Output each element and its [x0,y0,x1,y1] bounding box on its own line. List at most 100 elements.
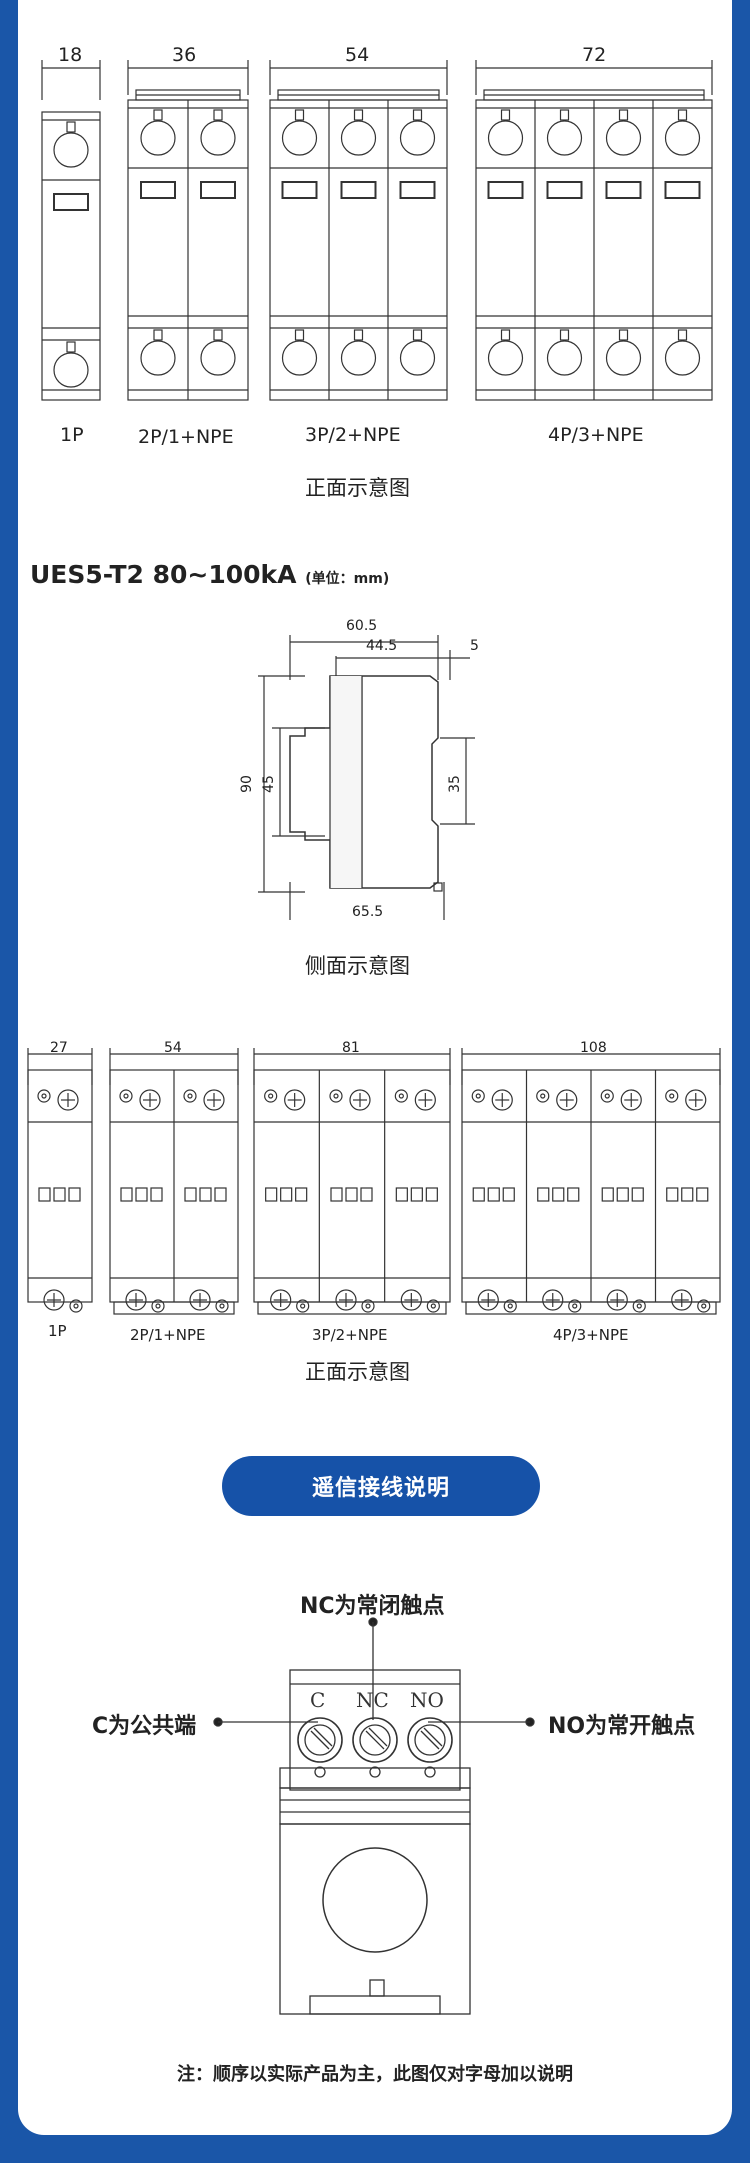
screw-large [270,1289,292,1311]
front-device-1 [41,111,101,401]
front-device-4 [475,89,713,401]
front-view-diagram-2 [27,1048,721,1315]
unit-label: (单位：mm) [305,571,390,587]
screw-large [400,1289,422,1311]
wiring-terminals [297,1717,453,1778]
device-body [269,99,448,401]
screw-small [503,1299,517,1313]
screw-small [69,1299,83,1313]
screw-large [491,1089,513,1111]
din-base [257,1301,447,1315]
terminal-hole [487,120,524,156]
screw-large [335,1289,357,1311]
footnote: 注：顺序以实际产品为主，此图仅对字母加以说明 [177,2064,573,2085]
screw-small [151,1299,165,1313]
indicator-window [340,181,377,199]
dim-5: 5 [470,638,479,654]
front-device-3 [269,89,448,401]
front-device-b-2 [109,1069,239,1315]
indicator-square [214,1187,227,1202]
screw-large [139,1089,161,1111]
label-2p-b: 2P/1+NPE [130,1326,206,1344]
dim-35: 35 [446,775,463,793]
side-view-diagram [258,635,475,920]
screw-large [125,1289,147,1311]
screw-large [57,1089,79,1111]
terminal-nc: NC [356,1688,389,1712]
remote-signal-wiring-button[interactable]: 遥信接线说明 [222,1456,540,1516]
front-devices-2 [27,1069,721,1315]
dim-108: 108 [580,1040,607,1056]
device-body [253,1069,451,1303]
indicator-square [330,1187,343,1202]
indicator-window [53,193,89,211]
screw-large [542,1289,564,1311]
indicator-square [616,1187,629,1202]
indicator-square [53,1187,66,1202]
dim-54: 54 [345,44,370,66]
indicator-square [150,1187,163,1202]
device-body [27,1069,93,1303]
screw-small [119,1089,133,1103]
indicator-window [487,181,524,199]
no-description: NO为常开触点 [548,1714,696,1739]
indicator-window [546,181,583,199]
indicator-square [184,1187,197,1202]
front-device-2 [127,89,249,401]
indicator-square [345,1187,358,1202]
terminal-hole [200,340,236,376]
screw-small [296,1299,310,1313]
screw-small [37,1089,51,1103]
terminal-hole [53,352,89,388]
screw-large [685,1089,707,1111]
terminal-hole [487,340,524,376]
indicator-square [552,1187,565,1202]
screw-small [697,1299,711,1313]
dim-54-b: 54 [164,1040,182,1056]
terminal-hole [399,120,436,156]
terminal-hole [281,340,318,376]
caption-side: 侧面示意图 [305,954,410,978]
terminal-c: C [310,1688,326,1712]
screw-small [426,1299,440,1313]
screw-large [349,1089,371,1111]
screw-small [264,1089,278,1103]
label-1p: 1P [60,424,84,446]
screw-large [43,1289,65,1311]
terminal-hole [140,120,176,156]
terminal-hole [605,340,642,376]
model-title: UES5-T2 80~100kA [30,560,297,589]
dim-lines-2 [27,1048,721,1085]
indicator-square [120,1187,133,1202]
screw-small [183,1089,197,1103]
screw-small [600,1089,614,1103]
screw-large [284,1089,306,1111]
terminal-hole [546,340,583,376]
indicator-square [360,1187,373,1202]
screw-small [536,1089,550,1103]
dim-lines-1 [41,60,713,100]
terminal-hole [281,120,318,156]
label-3p: 3P/2+NPE [305,424,401,446]
screw-small [665,1089,679,1103]
dim-18: 18 [58,44,83,66]
dim-36: 36 [172,44,197,66]
terminal-hole [664,120,701,156]
din-base [465,1301,717,1315]
dim-90: 90 [238,775,255,793]
screw-large [620,1089,642,1111]
indicator-square [631,1187,644,1202]
screw-small [361,1299,375,1313]
terminal-hole [140,340,176,376]
terminal-hole [340,340,377,376]
indicator-square [425,1187,438,1202]
indicator-square [295,1187,308,1202]
terminal-hole [200,120,236,156]
label-4p-b: 4P/3+NPE [553,1326,629,1344]
model-heading: UES5-T2 80~100kA (单位：mm) [30,560,389,589]
indicator-square [567,1187,580,1202]
dim-27: 27 [50,1040,68,1056]
indicator-square [280,1187,293,1202]
dim-44-5: 44.5 [366,638,398,654]
